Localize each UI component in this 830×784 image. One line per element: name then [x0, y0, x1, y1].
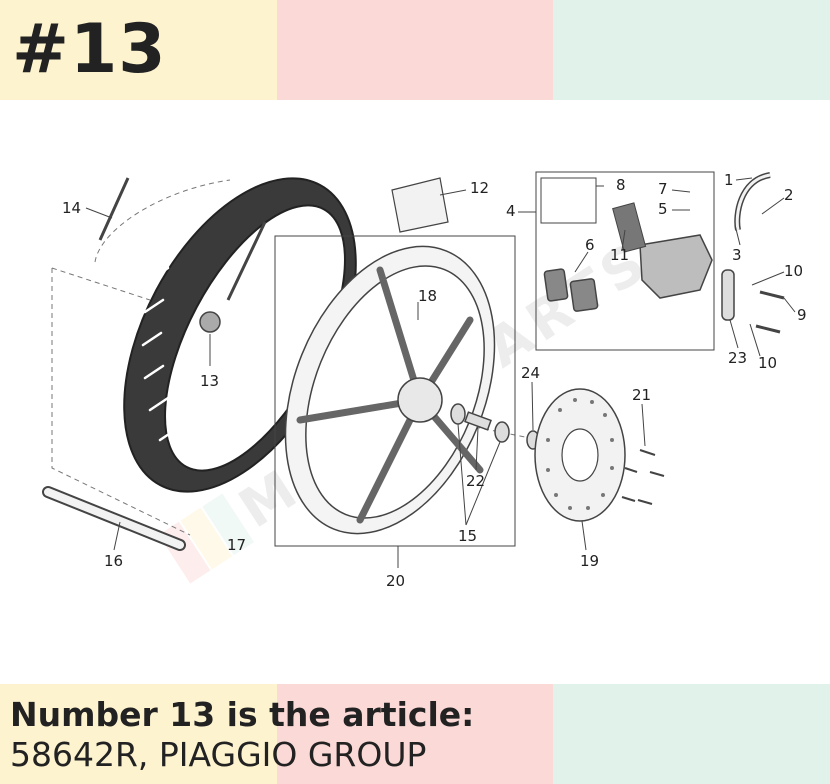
- leader-lines: [85, 177, 796, 568]
- speedometer-cable: [98, 177, 130, 241]
- front-axle: [42, 486, 186, 551]
- callout-17: 17: [227, 536, 246, 554]
- callout-3: 3: [732, 246, 742, 264]
- caption-title: Number 13 is the article:: [10, 695, 475, 734]
- callout-labels: 1 2 3 4 5 6 7 8 9 10 10 11 12 13 14 15 1…: [62, 171, 807, 590]
- bearings-and-spacer: [450, 403, 540, 450]
- band-yellow: [0, 0, 277, 100]
- callout-21: 21: [632, 386, 651, 404]
- caliper-bolts: [755, 290, 785, 334]
- callout-19: 19: [580, 552, 599, 570]
- brake-caliper: [612, 202, 713, 299]
- callout-7: 7: [658, 180, 668, 198]
- band-pink: [276, 0, 554, 100]
- band-green: [553, 684, 830, 784]
- disc-bolts: [621, 449, 665, 505]
- callout-18: 18: [418, 287, 437, 305]
- instruction-sheet: [391, 177, 449, 233]
- pad-spring-box: [540, 177, 597, 224]
- brake-pads: [543, 268, 599, 312]
- callout-8: 8: [616, 176, 626, 194]
- bottom-color-band: [0, 684, 830, 784]
- callout-10-bottom: 10: [758, 354, 777, 372]
- speedometer-drive: [199, 311, 221, 333]
- callout-6: 6: [585, 236, 595, 254]
- callout-1: 1: [724, 171, 734, 189]
- exploded-parts-diagram: MOTORPARTS: [0, 100, 830, 684]
- callout-16: 16: [104, 552, 123, 570]
- callout-12: 12: [470, 179, 489, 197]
- top-color-band: [0, 0, 830, 100]
- band-pink: [276, 684, 554, 784]
- callout-24: 24: [521, 364, 540, 382]
- caliper-group-box: [535, 171, 715, 351]
- callout-23: 23: [728, 349, 747, 367]
- item-number-heading: #13: [12, 10, 167, 89]
- band-yellow: [0, 684, 277, 784]
- callout-14: 14: [62, 199, 81, 217]
- callout-4: 4: [506, 202, 516, 220]
- caption-article: 58642R, PIAGGIO GROUP: [10, 735, 427, 774]
- callout-9: 9: [797, 306, 807, 324]
- caliper-bracket: [721, 269, 735, 321]
- callout-11: 11: [610, 246, 629, 264]
- brake-disc: [534, 388, 626, 522]
- callout-13: 13: [200, 372, 219, 390]
- callout-2: 2: [784, 186, 794, 204]
- rim-group-box: [274, 235, 516, 547]
- callout-22: 22: [466, 472, 485, 490]
- callout-10-top: 10: [784, 262, 803, 280]
- callout-15: 15: [458, 527, 477, 545]
- callout-20: 20: [386, 572, 405, 590]
- callout-5: 5: [658, 200, 668, 218]
- band-green: [553, 0, 830, 100]
